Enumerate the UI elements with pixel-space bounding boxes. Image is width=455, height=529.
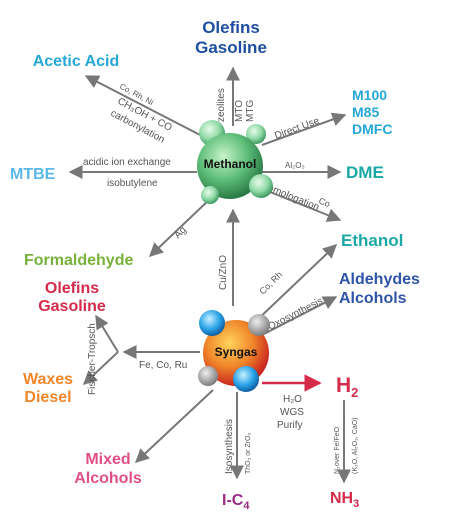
products: Olefins Gasoline Acetic Acid M100 M85 DM… (10, 18, 420, 512)
methanol-atom-small-4 (201, 186, 219, 204)
methanol-atom-small-2 (246, 124, 266, 144)
arrow-syngas-to-ethanol (254, 244, 338, 323)
label-wgs: WGS (280, 407, 304, 418)
label-co-rh: Co, Rh (257, 270, 284, 297)
label-fe-co-ru: Fe, Co, Ru (139, 360, 187, 371)
product-olefins-left: Olefins (45, 280, 99, 297)
methanol-atom-small-3 (249, 174, 273, 198)
syngas-atom-blue-2 (233, 366, 259, 392)
label-mto: MTO (234, 100, 245, 122)
product-ic4: I-C4 (222, 492, 250, 512)
product-formaldehyde: Formaldehyde (24, 252, 133, 269)
syngas-atom-gray-2 (198, 366, 218, 386)
syngas-molecule: Syngas (198, 310, 270, 392)
methanol-atom-core (197, 133, 263, 199)
product-alcohols-right: Alcohols (339, 290, 407, 307)
product-acetic-acid: Acetic Acid (33, 53, 120, 70)
product-h2: H2 (336, 374, 358, 400)
label-al2o3: Al₂O₃ (285, 161, 305, 170)
label-zeolites: zeolites (216, 88, 227, 122)
label-mtg: MTG (245, 100, 256, 122)
product-aldehydes: Aldehydes (339, 271, 420, 288)
label-k2o: (K₂O, Al₂O₃, CaO) (352, 417, 359, 474)
arrow-fischer-to-waxes (82, 351, 119, 385)
label-direct-use: Direct Use (273, 115, 321, 141)
label-cu-zno: Cu/ZnO (218, 255, 229, 290)
arrow-fischer-to-olefins (95, 314, 119, 353)
product-m85: M85 (352, 104, 379, 120)
product-m100: M100 (352, 87, 387, 103)
label-isosynthesis: Isosynthesis (224, 419, 235, 474)
product-waxes: Waxes (23, 371, 73, 388)
product-gasoline-top: Gasoline (195, 38, 267, 57)
label-tho2: ThO₂ or ZrO₂ (245, 433, 252, 474)
product-dmfc: DMFC (352, 121, 392, 137)
arrow-syngas-to-mixed (134, 389, 214, 463)
label-purify: Purify (277, 420, 303, 431)
product-ethanol: Ethanol (341, 231, 403, 250)
syngas-atom-blue-1 (199, 310, 225, 336)
methanol-label: Methanol (204, 157, 257, 171)
label-h2o: H₂O (283, 394, 302, 405)
syngas-label: Syngas (215, 345, 258, 359)
product-diesel: Diesel (24, 389, 71, 406)
arrow-syngas-to-aldehydes (261, 296, 338, 336)
product-olefins-top: Olefins (202, 18, 260, 37)
methanol-molecule: Methanol (197, 120, 273, 204)
label-n2-over: N₂over Fe/FeO (334, 426, 341, 474)
product-mixed: Mixed (85, 451, 130, 468)
label-acidic-ion: acidic ion exchange (83, 157, 171, 168)
label-oxosynthesis: Oxosynthesis (266, 296, 324, 333)
label-fischer-tropsch: Fischer-Tropsch (87, 323, 98, 395)
arrow-methanol-to-formaldehyde (148, 198, 211, 257)
label-isobutylene: isobutylene (107, 178, 158, 189)
product-dme: DME (346, 163, 384, 182)
label-co: Co (317, 196, 331, 210)
label-ag: Ag (172, 225, 188, 241)
product-nh3: NH3 (330, 490, 359, 510)
arrow-methanol-to-acetic (84, 75, 205, 138)
syngas-atom-gray-1 (248, 314, 270, 336)
product-alcohols-left: Alcohols (74, 470, 142, 487)
product-mtbe: MTBE (10, 166, 56, 183)
arrow-methanol-to-m100 (261, 112, 347, 146)
product-gasoline-left: Gasoline (38, 298, 106, 315)
